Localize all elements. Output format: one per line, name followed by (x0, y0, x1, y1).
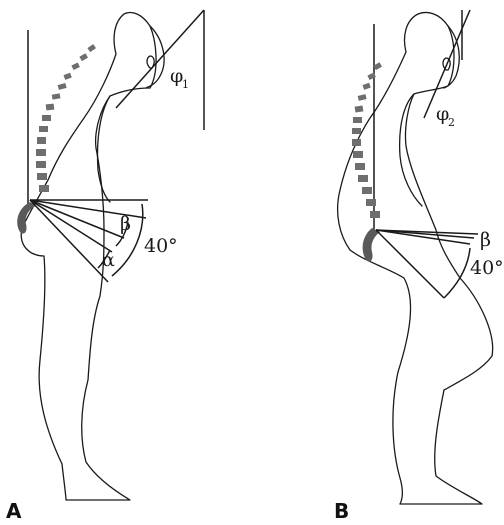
figure-a: φ 1 β α 40° A (6, 10, 204, 523)
figure-a-arm (98, 96, 111, 202)
figure-a-spine (36, 44, 96, 192)
figure-a-alpha-label: α (102, 249, 115, 271)
figure-b-spine (352, 62, 382, 218)
figure-b-angle-value: 40° (470, 257, 504, 279)
figure-b-arm (400, 94, 422, 206)
figure-a-phi-subscript: 1 (182, 78, 189, 91)
figure-a-angle-value: 40° (144, 235, 178, 257)
figure-b-panel-letter: B (334, 499, 349, 523)
figure-a-beta-label: β (120, 213, 131, 235)
figure-b: φ 2 β 40° B (334, 10, 504, 523)
figure-a-head-angle-lines (116, 10, 204, 130)
figure-b-phi-subscript: 2 (448, 116, 455, 129)
figure-b-pelvic-lines (376, 230, 478, 298)
figure-b-beta-label: β (480, 229, 491, 251)
figure-b-head-angle-lines (424, 10, 470, 118)
figure-a-panel-letter: A (6, 499, 22, 523)
figure-b-pelvis (363, 228, 380, 262)
